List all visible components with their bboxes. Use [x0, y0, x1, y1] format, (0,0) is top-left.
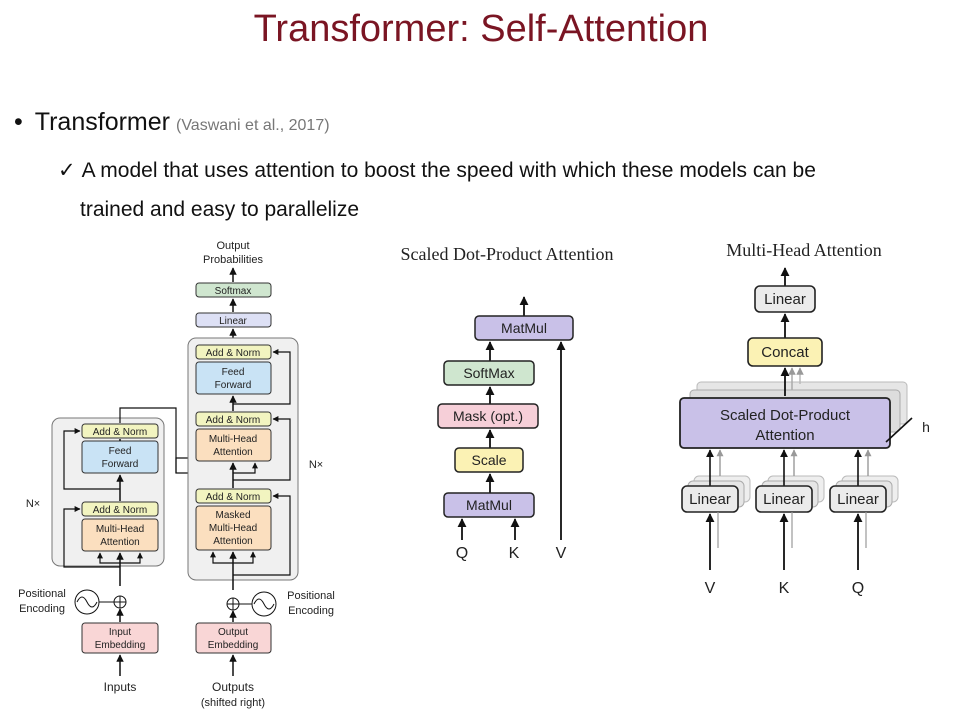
encoder-feed-forward-label-2: Forward [102, 459, 139, 470]
decoder-nx-label: N× [309, 459, 323, 471]
sdpa-softmax [443, 360, 535, 386]
mha-linear-top [754, 285, 816, 313]
input-embedding-label-2: Embedding [95, 640, 146, 651]
output-embedding-label-1: Output [218, 627, 248, 638]
output-probabilities-label-2: Probabilities [203, 254, 263, 266]
mha-h-label: h [922, 419, 930, 435]
transformer-diagram: Output Probabilities Softmax Linear N× A… [18, 240, 335, 709]
sub-bullet-text-1: A model that uses attention to boost the… [81, 159, 816, 182]
output-embedding-block [195, 622, 272, 654]
multi-head-diagram: Multi-Head Attention Linear Concat Scale… [679, 240, 930, 597]
mha-linear-q-label: Linear [837, 491, 879, 508]
slide-title: Transformer: Self-Attention [253, 8, 709, 50]
encoder-feed-forward-label-1: Feed [109, 446, 132, 457]
scaled-dot-product-diagram: Scaled Dot-Product Attention MatMul Soft… [401, 244, 614, 562]
decoder-add-norm-2 [195, 411, 272, 427]
decoder-feed-forward [195, 361, 272, 395]
decoder-add-norm-3-label: Add & Norm [206, 492, 260, 503]
decoder-mha-label-1: Multi-Head [209, 434, 257, 445]
encoder-add-norm-top-label: Add & Norm [93, 427, 147, 438]
mha-linear-top-label: Linear [764, 291, 806, 308]
sdpa-q-label: Q [456, 545, 468, 562]
sub-bullet-line-1: ✓A model that uses attention to boost th… [58, 158, 816, 183]
decoder-masked-mha [195, 505, 272, 551]
mha-linear-v [681, 485, 739, 513]
sdpa-softmax-label: SoftMax [463, 365, 514, 381]
mha-linear-k-label: Linear [763, 491, 805, 508]
encoder-positional-label-1: Positional [18, 588, 66, 600]
decoder-masked-label-3: Attention [213, 536, 252, 547]
outputs-label-1: Outputs [212, 680, 254, 694]
sdpa-matmul-bottom-label: MatMul [466, 497, 512, 513]
mha-sdpa-label-1: Scaled Dot-Product [720, 407, 851, 424]
mha-linear-v-label: Linear [689, 491, 731, 508]
decoder-positional-label-1: Positional [287, 590, 335, 602]
sdpa-mask [437, 403, 539, 429]
sdpa-matmul-bottom [443, 492, 535, 518]
decoder-masked-label-1: Masked [215, 510, 250, 521]
decoder-feed-forward-label-2: Forward [215, 380, 252, 391]
softmax-label: Softmax [215, 286, 252, 297]
encoder-nx-label: N× [26, 498, 40, 510]
encoder-add-norm-bottom [81, 501, 159, 517]
softmax-block [195, 282, 272, 298]
linear-label: Linear [219, 316, 247, 327]
decoder-multi-head-attention [195, 428, 272, 462]
bullet-transformer: • Transformer (Vaswani et al., 2017) [14, 108, 330, 137]
output-probabilities-label-1: Output [216, 240, 249, 252]
checkmark-icon: ✓ [58, 159, 76, 182]
sdpa-title: Scaled Dot-Product Attention [401, 244, 614, 264]
sub-bullet-line-2: trained and easy to parallelize [80, 198, 360, 221]
mha-q-label: Q [852, 580, 864, 597]
mha-k-label: K [779, 580, 790, 597]
encoder-add-norm-bottom-label: Add & Norm [93, 505, 147, 516]
encoder-mha-label-2: Attention [100, 537, 139, 548]
decoder-add-norm-2-label: Add & Norm [206, 415, 260, 426]
decoder-add-norm-1 [195, 344, 272, 360]
decoder-mha-label-2: Attention [213, 447, 252, 458]
outputs-label-2: (shifted right) [201, 697, 265, 709]
sdpa-k-label: K [509, 545, 520, 562]
mha-concat-label: Concat [761, 344, 809, 361]
mha-linear-q [829, 485, 887, 513]
inputs-label: Inputs [104, 680, 137, 694]
encoder-mha-label-1: Multi-Head [96, 524, 144, 535]
decoder-add-norm-3 [195, 488, 272, 504]
sdpa-matmul-top [474, 315, 574, 341]
mha-h-tick-icon [885, 417, 913, 443]
sdpa-matmul-top-label: MatMul [501, 320, 547, 336]
mha-title: Multi-Head Attention [726, 240, 881, 260]
encoder-multi-head-attention [81, 518, 159, 552]
linear-block [195, 312, 272, 328]
decoder-add-norm-1-label: Add & Norm [206, 348, 260, 359]
sdpa-scale-label: Scale [471, 452, 506, 468]
encoder-add-norm-top [81, 423, 159, 439]
decoder-masked-label-2: Multi-Head [209, 523, 257, 534]
sdpa-mask-label: Mask (opt.) [453, 408, 523, 424]
citation: (Vaswani et al., 2017) [175, 117, 330, 134]
mha-linear-k [755, 485, 813, 513]
sdpa-scale [454, 447, 524, 473]
output-embedding-label-2: Embedding [208, 640, 259, 651]
sdpa-v-label: V [556, 545, 567, 562]
input-embedding-label-1: Input [109, 627, 131, 638]
decoder-feed-forward-label-1: Feed [222, 367, 245, 378]
mha-sdpa-block [679, 397, 891, 449]
input-embedding-block [81, 622, 159, 654]
mha-v-label: V [705, 580, 716, 597]
decoder-positional-label-2: Encoding [288, 605, 334, 617]
mha-sdpa-label-2: Attention [755, 427, 814, 444]
bullet-text: Transformer [34, 108, 170, 136]
encoder-positional-label-2: Encoding [19, 603, 65, 615]
mha-concat [747, 337, 823, 367]
bullet-dot-icon: • [14, 108, 23, 136]
